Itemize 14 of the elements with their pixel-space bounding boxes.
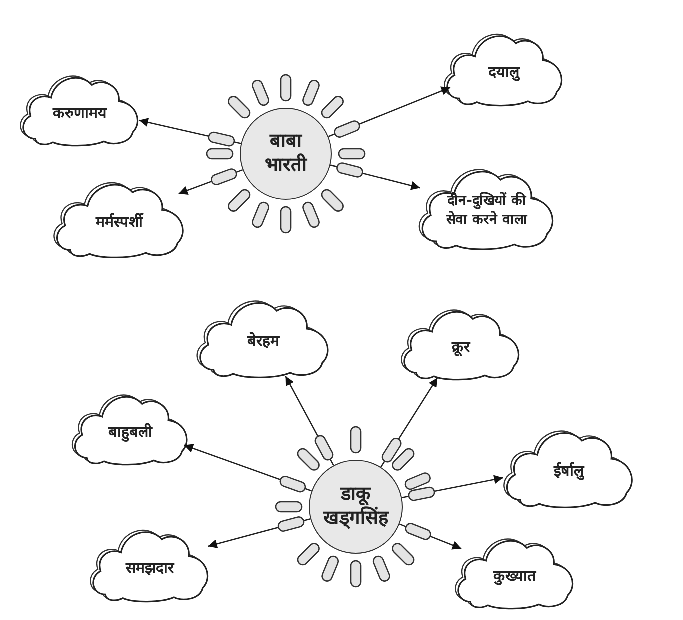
cloud-label: दीन-दुखियों की सेवा करने वाला: [445, 192, 529, 230]
cloud-label: कुख्यात: [494, 566, 536, 586]
cloud-label: बाहुबली: [108, 422, 152, 442]
cloud-label: क्रूर: [452, 336, 470, 358]
sun-label: डाकू खड्गसिंह: [322, 483, 390, 531]
cloud-label: ईर्षालु: [554, 460, 584, 482]
sun-label: बाबा भारती: [264, 130, 308, 178]
arrow: [380, 378, 438, 468]
cloud-label: करुणामय: [53, 102, 107, 124]
cloud-label: मर्मस्पर्शी: [96, 212, 143, 232]
arrow: [285, 376, 334, 466]
cloud-label: समझदार: [126, 558, 174, 578]
cloud-label: दयालु: [488, 62, 520, 82]
cloud-label: बेरहम: [248, 330, 280, 352]
